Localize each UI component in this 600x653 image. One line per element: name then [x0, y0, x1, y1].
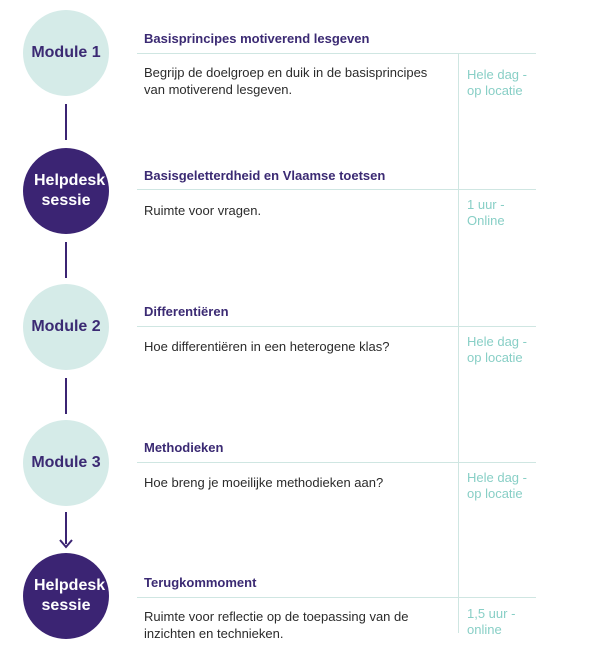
step-2-description: Ruimte voor vragen. [144, 203, 262, 218]
step-4-description: Hoe breng je moeilijke methodieken aan? [144, 475, 384, 490]
step-2-title: Basisgeletterdheid en Vlaamse toetsen [144, 168, 386, 183]
step-3-description: Hoe differentiëren in een heterogene kla… [144, 339, 390, 354]
step-5-badge: Helpdesk sessie [23, 553, 109, 639]
step-1-badge-label: Module 1 [31, 44, 101, 61]
arrow-down-icon [59, 539, 73, 549]
step-5-badge-label: Helpdesk sessie [34, 577, 106, 614]
step-5-description: Ruimte voor reflectie op de toepassing v… [144, 609, 409, 641]
step-1-rule [137, 53, 536, 54]
step-5-time: 1,5 uur - online [467, 606, 516, 637]
step-5-title: Terugkommoment [144, 575, 257, 590]
connector-4-5 [65, 512, 67, 544]
step-4-title: Methodieken [144, 440, 224, 455]
step-1-badge: Module 1 [23, 10, 109, 96]
step-1-title: Basisprincipes motiverend lesgeven [144, 31, 370, 46]
step-4-badge: Module 3 [23, 420, 109, 506]
step-3-badge-label: Module 2 [31, 318, 101, 335]
step-4-rule [137, 462, 536, 463]
connector-1-2 [65, 104, 67, 140]
time-column-divider [458, 53, 459, 633]
step-3-time: Hele dag - op locatie [467, 334, 527, 365]
step-2-rule [137, 189, 536, 190]
step-3-rule [137, 326, 536, 327]
connector-3-4 [65, 378, 67, 414]
connector-2-3 [65, 242, 67, 278]
step-2-badge-label: Helpdesk sessie [34, 172, 106, 209]
step-4-time: Hele dag - op locatie [467, 470, 527, 501]
step-2-time: 1 uur - Online [467, 197, 505, 228]
step-3-badge: Module 2 [23, 284, 109, 370]
step-1-description: Begrijp de doelgroep en duik in de basis… [144, 65, 428, 97]
step-2-badge: Helpdesk sessie [23, 148, 109, 234]
step-3-title: Differentiëren [144, 304, 229, 319]
step-4-badge-label: Module 3 [31, 454, 101, 471]
step-1-time: Hele dag - op locatie [467, 67, 527, 98]
step-5-rule [137, 597, 536, 598]
